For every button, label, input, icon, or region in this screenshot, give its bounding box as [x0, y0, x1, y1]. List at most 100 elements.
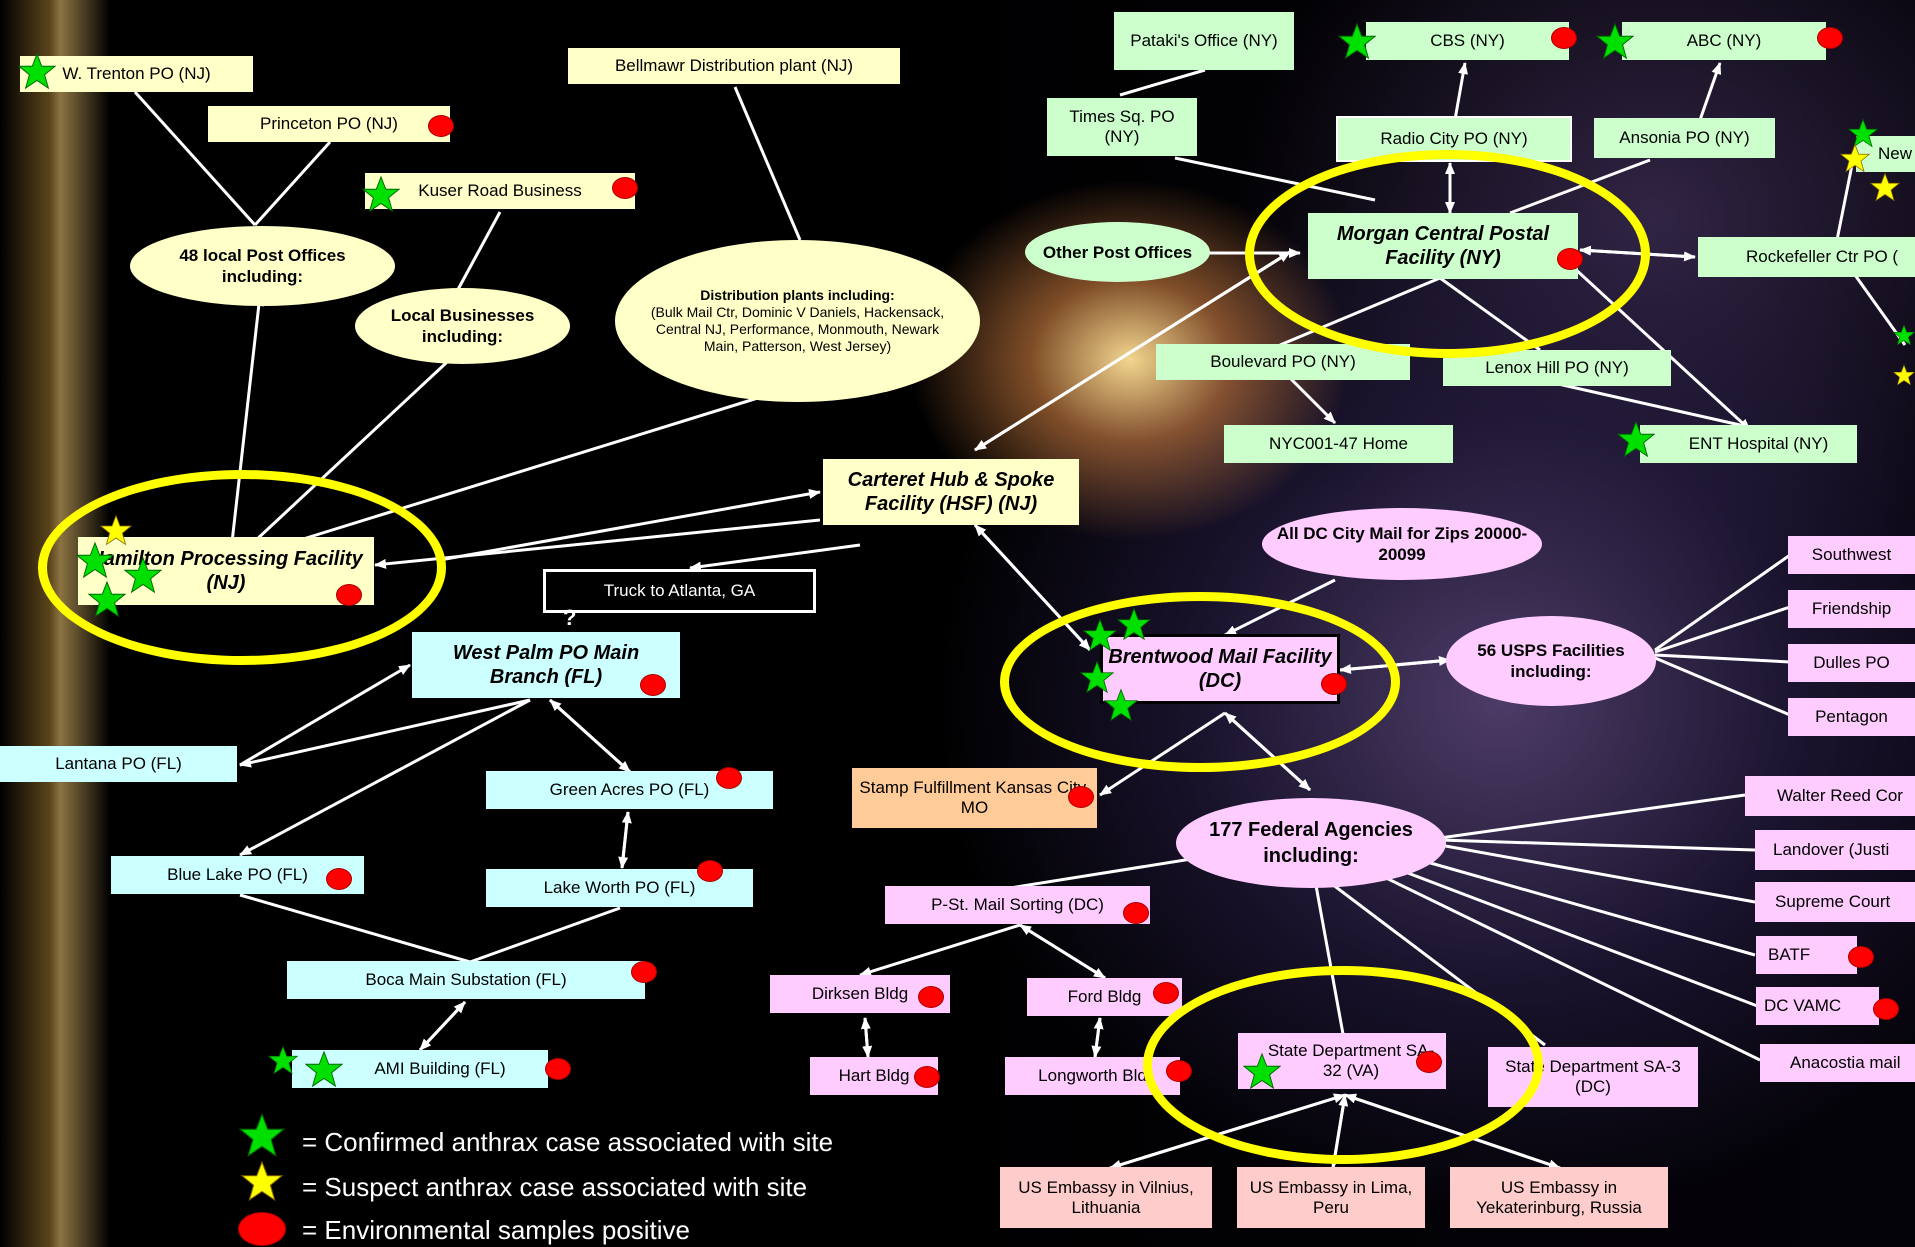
node-blue-lake: Blue Lake PO (FL): [111, 856, 364, 894]
link-ford-pst: [1019, 923, 1106, 980]
node-other-post-offices: Other Post Offices: [1025, 222, 1210, 282]
confirmed-star-icon: [1893, 324, 1915, 346]
link-ansonia-abc: [1698, 62, 1722, 121]
node-embassy-yekaterinburg: US Embassy in Yekaterinburg, Russia: [1450, 1167, 1668, 1228]
confirmed-star-icon: [76, 541, 114, 579]
link-hamilton-carteret: [439, 489, 821, 562]
node-lantana: Lantana PO (FL): [0, 746, 237, 782]
link-fed-dcvamc: [1399, 868, 1761, 1009]
link-ami-boca: [418, 1000, 467, 1052]
confirmed-star-icon: [1104, 688, 1138, 722]
env-positive-dot: [631, 961, 657, 983]
link-morgan-carteret: [974, 250, 1291, 452]
link-longworth-ford: [1093, 1017, 1104, 1058]
link-princeton-localpo: [253, 140, 332, 227]
env-positive-dot: [918, 986, 944, 1008]
node-walter-reed: Walter Reed Cor: [1745, 776, 1915, 816]
confirmed-star-icon: [88, 580, 126, 618]
confirmed-star-icon: [362, 175, 400, 213]
node-pentagon: Pentagon: [1788, 698, 1915, 736]
node-p-st-sorting: P-St. Mail Sorting (DC): [885, 886, 1150, 924]
link-fed-walterreed: [1439, 793, 1746, 840]
node-distribution-plants: Distribution plants including: (Bulk Mai…: [615, 240, 980, 402]
node-friendship: Friendship: [1788, 590, 1915, 628]
suspect-star-icon: [1840, 143, 1870, 173]
env-positive-dot: [326, 868, 352, 890]
link-usps-dulles: [1654, 653, 1791, 664]
node-batf: BATF: [1756, 936, 1857, 974]
link-fed-landover: [1439, 838, 1756, 852]
env-positive-dot: [545, 1058, 571, 1080]
node-dirksen: Dirksen Bldg: [770, 975, 950, 1013]
env-positive-dot: [1166, 1060, 1192, 1082]
confirmed-star-icon: [18, 52, 56, 90]
env-positive-dot: [1557, 248, 1583, 270]
node-boulevard: Boulevard PO (NY): [1156, 344, 1410, 380]
highlight-ring-brentwood: [1000, 592, 1400, 772]
link-lakeworth-boca: [469, 906, 621, 964]
confirmed-star-icon: [1243, 1052, 1281, 1090]
link-westpalm-bluelake: [239, 698, 531, 857]
env-positive-dot: [640, 674, 666, 696]
link-fed-anacostia: [1379, 873, 1761, 1062]
node-cbs: CBS (NY): [1366, 22, 1569, 60]
node-truck-atlanta: Truck to Atlanta, GA: [543, 569, 816, 613]
dist-plants-title: Distribution plants including:: [700, 287, 895, 303]
node-embassy-lima: US Embassy in Lima, Peru: [1237, 1167, 1425, 1228]
link-timessq-pataki: [1119, 68, 1206, 97]
node-w-trenton: W. Trenton PO (NJ): [20, 56, 253, 92]
env-positive-dot: [1873, 998, 1899, 1020]
highlight-ring-state-dept: [1143, 966, 1543, 1164]
node-local-post-offices: 48 local Post Offices including:: [130, 226, 395, 306]
link-bluelake-boca: [239, 893, 471, 964]
node-stamp-fulfillment: Stamp Fulfillment Kansas City, MO: [852, 768, 1097, 828]
node-southwest: Southwest: [1788, 536, 1915, 574]
highlight-ring-hamilton: [38, 470, 446, 665]
node-dc-vamc: DC VAMC: [1756, 987, 1879, 1025]
confirmed-star-icon: [268, 1045, 298, 1075]
node-dulles: Dulles PO: [1788, 644, 1915, 682]
link-wtrenton-localpo: [133, 90, 257, 227]
env-positive-dot: [716, 767, 742, 789]
link-kuser-localbiz: [453, 211, 502, 296]
link-usps-southwest: [1654, 553, 1791, 652]
node-ami: AMI Building (FL): [292, 1050, 548, 1088]
node-carteret: Carteret Hub & Spoke Facility (HSF) (NJ): [823, 459, 1079, 525]
env-positive-dot: [1321, 673, 1347, 695]
node-embassy-vilnius: US Embassy in Vilnius, Lithuania: [1000, 1167, 1212, 1228]
question-mark: ?: [563, 605, 577, 630]
confirmed-star-icon: [1338, 22, 1376, 60]
link-pst-dirksen: [859, 923, 1021, 977]
link-hart-dirksen: [860, 1017, 871, 1058]
dist-plants-list: (Bulk Mail Ctr, Dominic V Daniels, Hacke…: [650, 304, 945, 354]
node-kuser-road: Kuser Road Business: [365, 173, 635, 209]
env-positive-dot: [697, 860, 723, 882]
node-all-dc-mail: All DC City Mail for Zips 20000-20099: [1262, 508, 1542, 580]
link-usps-pentagon: [1654, 656, 1791, 717]
link-fed-supreme: [1439, 843, 1756, 904]
node-anacostia: Anacostia mail: [1760, 1044, 1915, 1082]
legend-suspect-label: = Suspect anthrax case associated with s…: [302, 1172, 808, 1202]
env-positive-dot: [914, 1066, 940, 1088]
legend-confirmed-star-icon: [238, 1112, 286, 1158]
confirmed-star-icon: [1117, 607, 1151, 641]
env-positive-dot: [1848, 946, 1874, 968]
env-positive-dot: [1153, 982, 1179, 1004]
node-nyc-home: NYC001-47 Home: [1224, 425, 1453, 463]
link-carteret-truck: [689, 543, 861, 572]
node-ent-hospital: ENT Hospital (NY): [1640, 425, 1857, 463]
legend-suspect-star-icon: [240, 1160, 284, 1202]
node-west-palm: West Palm PO Main Branch (FL): [412, 632, 680, 698]
node-bellmawr: Bellmawr Distribution plant (NJ): [568, 48, 900, 84]
env-positive-dot: [1551, 27, 1577, 49]
env-positive-dot: [1416, 1051, 1442, 1073]
suspect-star-icon: [100, 514, 132, 546]
node-federal-agencies: 177 Federal Agencies including:: [1176, 798, 1446, 888]
link-bellmawr-dist: [733, 86, 802, 241]
node-local-businesses: Local Businesses including:: [355, 288, 570, 364]
link-usps-friendship: [1654, 605, 1791, 654]
suspect-star-icon: [1870, 172, 1900, 202]
confirmed-star-icon: [305, 1050, 343, 1088]
env-positive-dot: [336, 584, 362, 606]
